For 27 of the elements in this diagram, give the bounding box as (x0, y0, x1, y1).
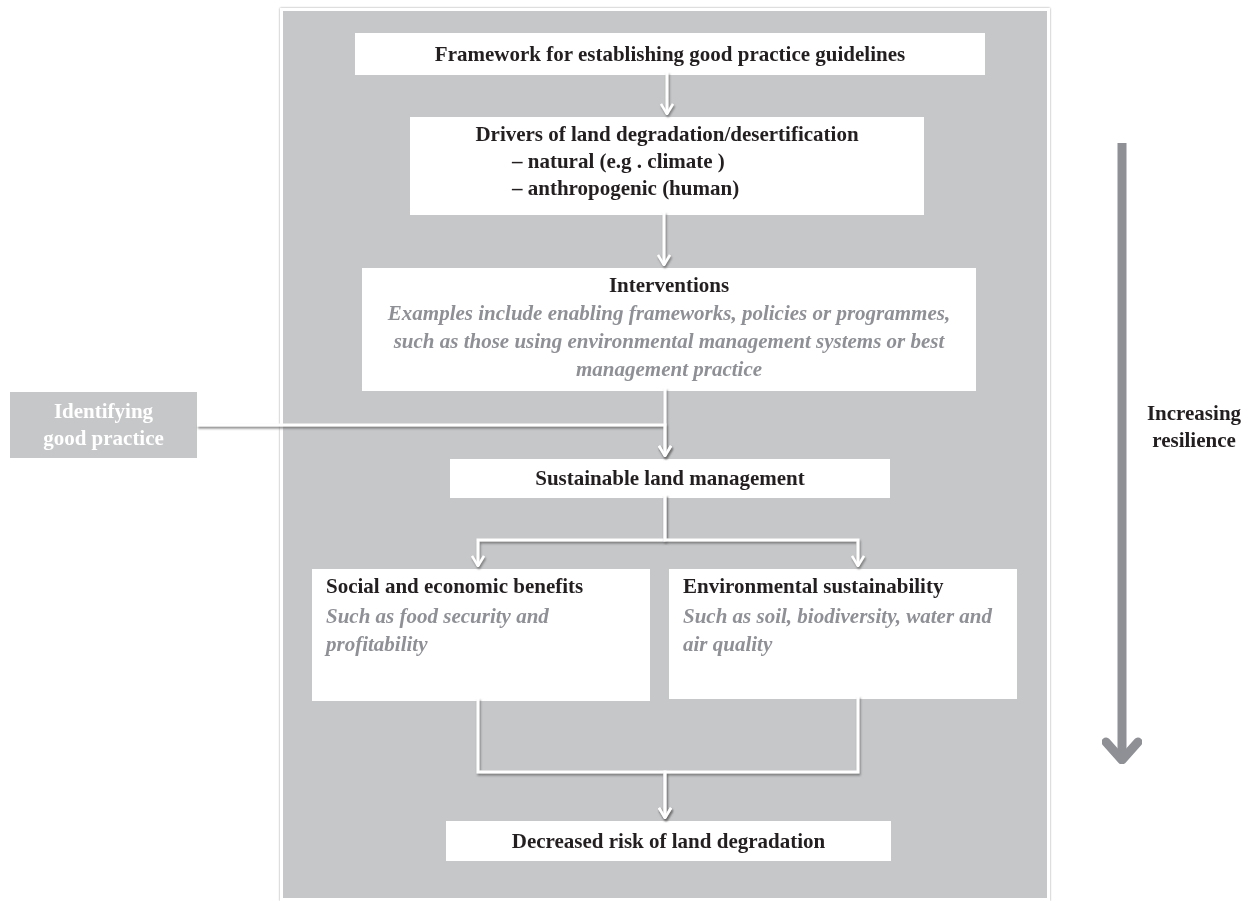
list-item: – natural (e.g . climate ) (511, 148, 726, 175)
process-box (355, 33, 985, 75)
box-heading: Environmental sustainability (683, 573, 945, 600)
box-heading: Drivers of land degradation/desertification (474, 121, 860, 148)
arrow (656, 212, 672, 267)
box-heading: Social and economic benefits (326, 573, 585, 600)
box-heading: Identifying good practice (42, 398, 165, 452)
process-box (669, 569, 1017, 699)
process-box (446, 821, 891, 861)
arrow (657, 696, 860, 820)
process-box (410, 117, 924, 215)
process-box (450, 459, 890, 498)
box-description: Such as food security and profitability (326, 603, 550, 658)
box-heading: Sustainable land management (535, 465, 805, 492)
box-heading: Decreased risk of land degradation (511, 827, 826, 855)
panel-background (280, 8, 1050, 901)
process-box (362, 268, 976, 391)
side-note: Increasing resilience (1145, 400, 1243, 454)
box-description: Such as soil, biodiversity, water and air quality (683, 603, 994, 658)
list-item: – anthropogenic (human) (511, 175, 741, 202)
box-heading: Interventions (607, 272, 731, 299)
process-box (312, 569, 650, 701)
side-label-box (10, 392, 197, 458)
box-heading: Framework for establishing good practice guidelines (434, 40, 906, 68)
arrow (663, 495, 866, 568)
box-description: Examples include enabling frameworks, policies or programmes, such as those using environmental management systems or best management practice (386, 300, 952, 383)
arrow (659, 72, 675, 116)
